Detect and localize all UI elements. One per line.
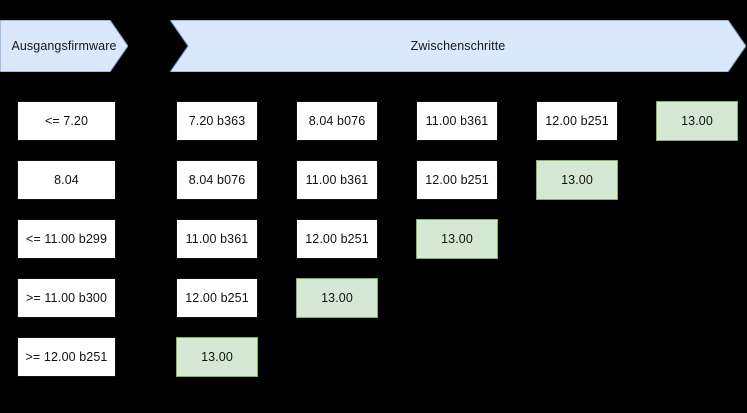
- intermediate-step-box: 11.00 b361: [416, 101, 498, 141]
- source-firmware-box: <= 7.20: [17, 101, 116, 141]
- intermediate-step-box: 11.00 b361: [176, 219, 258, 259]
- intermediate-step-box: 8.04 b076: [176, 160, 258, 200]
- source-firmware-box: >= 12.00 b251: [17, 337, 116, 377]
- intermediate-step-box: 12.00 b251: [296, 219, 378, 259]
- banner-ausgangsfirmware: Ausgangsfirmware: [0, 20, 128, 72]
- source-firmware-box: >= 11.00 b300: [17, 278, 116, 318]
- target-firmware-box: 13.00: [296, 278, 378, 318]
- target-firmware-box: 13.00: [416, 219, 498, 259]
- source-firmware-box: 8.04: [17, 160, 116, 200]
- banner-shape: [0, 20, 128, 72]
- intermediate-step-box: 11.00 b361: [296, 160, 378, 200]
- target-firmware-box: 13.00: [176, 337, 258, 377]
- target-firmware-box: 13.00: [536, 160, 618, 200]
- banner-zwischenschritte: Zwischenschritte: [170, 20, 746, 72]
- banner-shape: [170, 20, 746, 72]
- intermediate-step-box: 7.20 b363: [176, 101, 258, 141]
- intermediate-step-box: 8.04 b076: [296, 101, 378, 141]
- source-firmware-box: <= 11.00 b299: [17, 219, 116, 259]
- banner-label: Zwischenschritte: [410, 39, 506, 53]
- intermediate-step-box: 12.00 b251: [416, 160, 498, 200]
- target-firmware-box: 13.00: [656, 101, 738, 141]
- banner-label: Ausgangsfirmware: [11, 39, 117, 53]
- intermediate-step-box: 12.00 b251: [176, 278, 258, 318]
- intermediate-step-box: 12.00 b251: [536, 101, 618, 141]
